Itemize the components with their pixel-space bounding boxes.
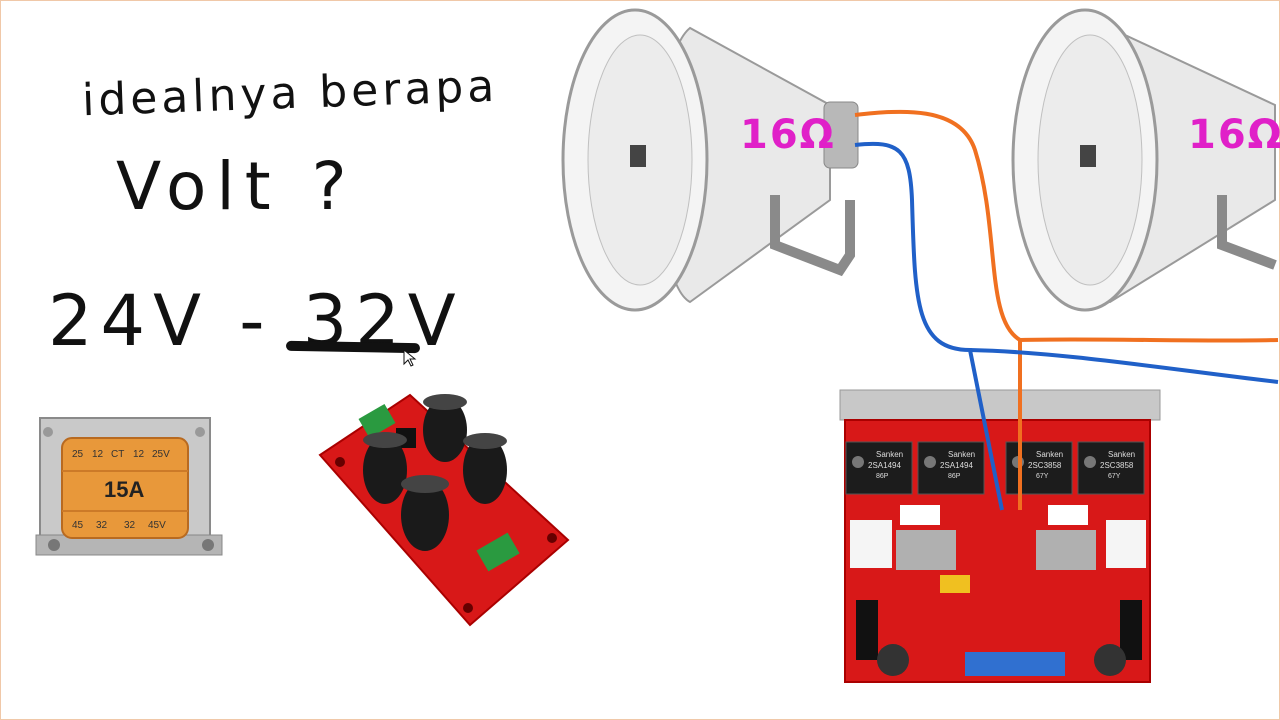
transistor-code: 67Y xyxy=(1108,473,1121,480)
transistor-part-number: 2SA1494 xyxy=(868,461,901,470)
capacitor-icon xyxy=(463,433,507,504)
power-supply-board-image xyxy=(318,393,570,627)
transformer-image xyxy=(35,417,223,556)
transistor-brand: Sanken xyxy=(948,450,975,459)
mouse-cursor-icon xyxy=(403,348,417,367)
transistor-brand: Sanken xyxy=(1036,450,1063,459)
transformer-label: 45V xyxy=(148,520,166,531)
transformer-label: 12 xyxy=(92,449,104,460)
transistor-brand: Sanken xyxy=(1108,450,1135,459)
transistor-code: 86P xyxy=(948,473,961,480)
transformer-label: 12 xyxy=(133,449,145,460)
speaker-impedance-label: 16Ω xyxy=(740,112,836,158)
transistor-part-number: 2SC3858 xyxy=(1100,461,1134,470)
transformer-label: 32 xyxy=(96,520,108,531)
blue-speaker-wire xyxy=(969,348,1279,384)
transistor-part-number: 2SA1494 xyxy=(940,461,973,470)
transformer-label: 25V xyxy=(152,449,170,460)
transistor-code: 67Y xyxy=(1036,473,1049,480)
transistor-code: 86P xyxy=(876,473,889,480)
transformer-rating: 15A xyxy=(104,477,144,502)
capacitor-icon xyxy=(363,432,407,504)
transformer-top-labels: 25 12 CT 12 25V xyxy=(72,449,170,460)
handwritten-question-line-2: Volt ? xyxy=(116,148,357,225)
blue-speaker-wire xyxy=(854,141,1004,511)
transistor-brand: Sanken xyxy=(876,450,903,459)
transistor-part-number: 2SC3858 xyxy=(1028,461,1062,470)
transformer-label: 32 xyxy=(124,520,136,531)
power-transistor-row xyxy=(845,441,1145,495)
speaker-impedance-label: 16Ω xyxy=(1188,112,1280,158)
transformer-label: 45 xyxy=(72,520,84,531)
amplifier-board-image xyxy=(839,389,1161,683)
horn-speaker-image xyxy=(561,8,859,312)
orange-speaker-wire xyxy=(1019,337,1279,343)
capacitor-icon xyxy=(423,394,467,462)
transformer-label: CT xyxy=(111,449,124,460)
transformer-label: 25 xyxy=(72,449,84,460)
capacitor-icon xyxy=(401,475,449,551)
transformer-bottom-labels: 45 32 32 45V xyxy=(72,520,166,531)
horn-speaker-image xyxy=(1011,8,1277,312)
orange-speaker-wire xyxy=(854,109,1022,510)
